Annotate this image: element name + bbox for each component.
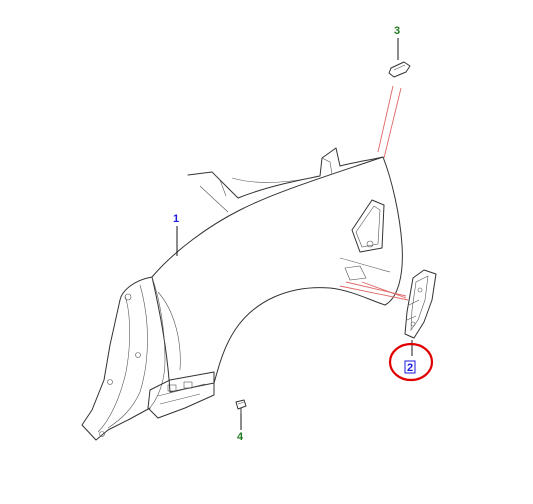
highlight-circle bbox=[388, 342, 434, 382]
rear-bracket-part[interactable] bbox=[404, 269, 437, 339]
callout-3-label[interactable]: 3 bbox=[394, 25, 400, 37]
callout-1-label[interactable]: 1 bbox=[173, 213, 179, 225]
leader-lines bbox=[176, 38, 413, 430]
clip-cap-part[interactable] bbox=[388, 61, 411, 78]
callout-2-box[interactable]: 2 bbox=[404, 360, 416, 374]
fastener-part[interactable] bbox=[235, 399, 247, 415]
callout-4-label[interactable]: 4 bbox=[237, 431, 244, 443]
callout-2-label: 2 bbox=[407, 362, 413, 374]
quarter-panel-part[interactable] bbox=[81, 147, 403, 441]
